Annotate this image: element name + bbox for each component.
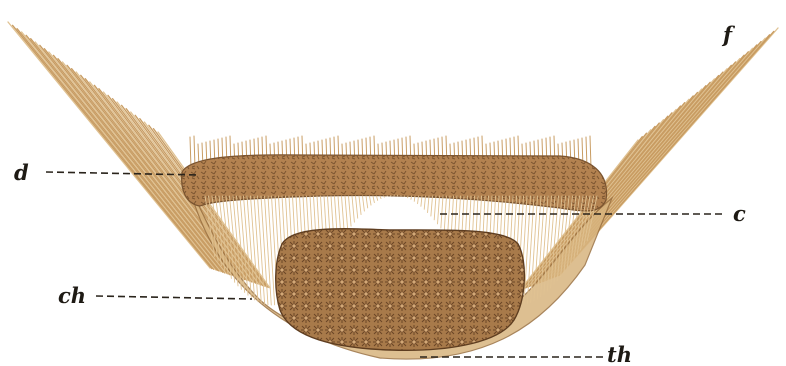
label-th: th xyxy=(607,342,632,366)
fiber-strand xyxy=(268,196,275,305)
fiber-strand xyxy=(254,196,261,303)
fiber-strand xyxy=(380,196,381,199)
fiber-strand xyxy=(190,137,191,168)
label-c: c xyxy=(733,201,746,226)
fiber-strand xyxy=(366,196,368,208)
fiber-strand xyxy=(363,196,365,211)
core-mass xyxy=(276,229,525,351)
leader-line-ch xyxy=(96,296,252,299)
label-f: f xyxy=(721,22,736,47)
fiber-strand xyxy=(370,196,372,205)
fiber-strand xyxy=(359,196,361,215)
upper-band-layer xyxy=(182,155,607,211)
label-d: d xyxy=(14,160,29,185)
fiber-strand xyxy=(421,196,422,206)
fiber-strand xyxy=(431,196,433,216)
fiber-strand xyxy=(411,196,412,199)
fiber-strand xyxy=(13,25,212,268)
fiber-strand xyxy=(22,32,216,270)
fiber-strand xyxy=(247,196,255,300)
fiber-strand xyxy=(441,196,443,228)
fiber-strand xyxy=(352,196,354,222)
fiber-strand xyxy=(251,196,258,302)
fiber-strand xyxy=(418,196,419,204)
fiber-strand xyxy=(8,22,210,268)
fiber-strand xyxy=(349,196,352,226)
fiber-strand xyxy=(17,29,214,270)
fiber-strand xyxy=(373,196,374,203)
fiber-strand xyxy=(438,196,440,224)
fiber-strand xyxy=(524,196,531,305)
fiber-strand xyxy=(26,35,217,270)
fiber-strand xyxy=(434,196,436,220)
fiber-strand xyxy=(261,196,268,305)
fiber-strand xyxy=(35,42,221,272)
label-ch: ch xyxy=(58,283,86,308)
fiber-strand xyxy=(258,196,265,304)
fiber-strand xyxy=(356,196,358,218)
fiber-strand xyxy=(424,196,425,209)
fiber-strand xyxy=(345,196,348,230)
fiber-strand xyxy=(44,49,224,273)
fiber-strand xyxy=(40,45,223,272)
fiber-strand xyxy=(590,136,591,168)
fiber-strand xyxy=(265,196,272,305)
fiber-strand xyxy=(428,196,429,213)
fiber-strand xyxy=(377,196,378,200)
